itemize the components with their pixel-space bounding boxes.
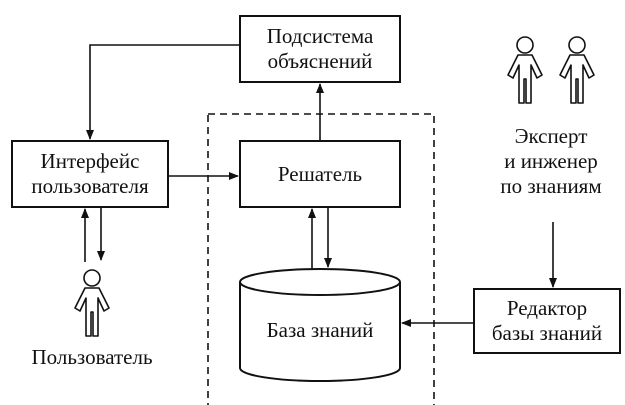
knowledge-base-cylinder: [239, 268, 401, 382]
expert-line3: по знаниям: [500, 174, 602, 198]
editor-line1: Редактор: [506, 296, 588, 320]
editor-line2: базы знаний: [491, 321, 603, 345]
person-icon: [74, 269, 110, 337]
knowledge-base-label: База знаний: [266, 318, 374, 342]
person-icon: [507, 36, 543, 104]
core-boundary: [207, 113, 435, 405]
knowledge-editor-label: Редактор базы знаний: [474, 296, 620, 346]
explanation-subsystem-box: [239, 15, 401, 83]
expert-label: Эксперт и инженер по знаниям: [481, 124, 621, 199]
knowledge-editor-box: [473, 288, 621, 354]
explanation-line2: объяснений: [267, 49, 373, 73]
expert-line1: Эксперт: [514, 124, 588, 148]
interface-line1: Интерфейс: [40, 149, 140, 173]
expert-line2: и инженер: [504, 149, 598, 173]
user-interface-box: [11, 140, 169, 208]
interface-line2: пользователя: [31, 174, 149, 198]
user-label: Пользователь: [31, 345, 153, 369]
arrow-explanation-to-interface: [86, 44, 240, 140]
explanation-line1: Подсистема: [266, 24, 374, 48]
person-icon: [559, 36, 595, 104]
user-interface-label: Интерфейс пользователя: [12, 149, 168, 199]
solver-label: Решатель: [277, 162, 363, 186]
explanation-subsystem-label: Подсистема объяснений: [240, 24, 400, 74]
connectors: [81, 44, 557, 327]
